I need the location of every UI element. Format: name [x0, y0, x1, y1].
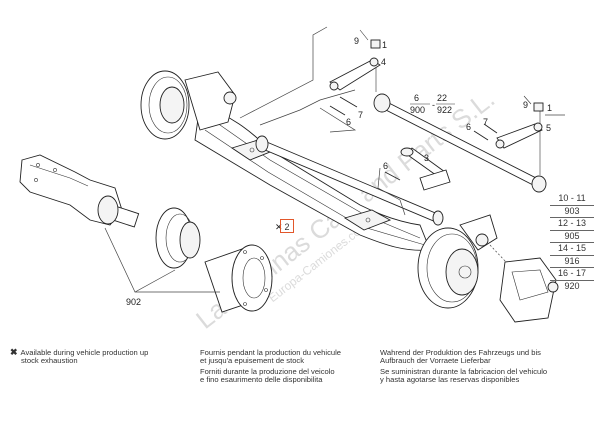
fraction-a-den: 900 [410, 105, 425, 115]
right-brake-disc[interactable] [417, 214, 498, 309]
legend-german-spanish: Wahrend der Produktion des Fahrzeugs und… [380, 348, 548, 385]
label-1-left: 1 [382, 40, 387, 50]
label-6-mid: 6 [383, 161, 388, 171]
steering-knuckle[interactable] [19, 154, 140, 228]
label-1-right: 1 [547, 103, 552, 113]
leader-lines [104, 26, 565, 293]
variant-row: 916 [550, 254, 594, 268]
label-2: 2 [284, 222, 290, 232]
legend-french-italian: Fournis pendant la production du vehicul… [200, 348, 341, 385]
label-4: 4 [381, 57, 386, 67]
left-brake-disc[interactable] [140, 70, 237, 140]
variant-table: 10 - 11 903 12 - 13 905 14 - 15 916 16 -… [550, 193, 594, 292]
link-arm[interactable] [400, 147, 451, 191]
variant-row: 12 - 13 [550, 217, 594, 230]
label-6-left: 6 [346, 117, 351, 127]
variant-row: 920 [550, 279, 594, 293]
label-7-left: 7 [358, 110, 363, 120]
steering-arm-left[interactable] [329, 29, 381, 91]
variant-row: 903 [550, 204, 594, 218]
label-3: 3 [424, 153, 429, 163]
bolts [329, 96, 498, 181]
brake-caliper[interactable] [489, 244, 559, 323]
label-9-left: 9 [354, 36, 359, 46]
svg-text:-: - [432, 100, 435, 110]
label-6-right: 6 [466, 122, 471, 132]
variant-row: 14 - 15 [550, 242, 594, 255]
legend-english: ✖Available during vehicle production up … [10, 347, 149, 366]
tierod-fraction-label: 6 900 - 22 922 [410, 93, 455, 115]
label-9-right: 9 [523, 100, 528, 110]
availability-symbol-icon: ✖ [10, 347, 18, 357]
variant-row: 16 - 17 [550, 267, 594, 280]
fraction-a-num: 6 [414, 93, 419, 103]
label-5: 5 [546, 123, 551, 133]
wheel-hub[interactable] [204, 244, 273, 313]
asterisk-marker: ✕ [275, 222, 283, 232]
label-7-right: 7 [483, 117, 488, 127]
brake-disc-exploded[interactable] [155, 207, 201, 269]
tie-rod[interactable] [255, 135, 444, 226]
variant-row: 10 - 11 [558, 193, 586, 203]
drag-link[interactable] [373, 60, 547, 193]
steering-arm-right[interactable] [495, 95, 544, 149]
highlighted-part-callout[interactable]: 2 [280, 219, 294, 233]
variant-row: 905 [550, 229, 594, 243]
fraction-b-den: 922 [437, 105, 452, 115]
fraction-b-num: 22 [437, 93, 447, 103]
axle-beam[interactable] [194, 104, 431, 251]
label-902: 902 [126, 297, 141, 307]
